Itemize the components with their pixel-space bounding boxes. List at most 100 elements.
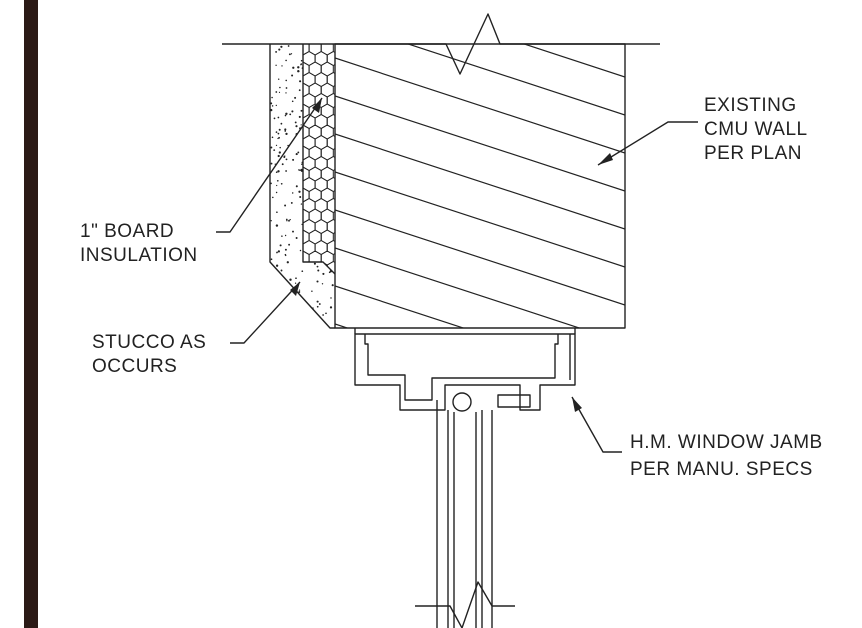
insulation-cell bbox=[314, 261, 328, 274]
stucco-dot bbox=[331, 224, 334, 227]
stucco-dot bbox=[311, 248, 315, 251]
stucco-dot bbox=[319, 83, 322, 85]
stucco-dot bbox=[285, 87, 288, 89]
stucco-dot bbox=[288, 53, 291, 56]
stucco-dot bbox=[329, 169, 332, 172]
stucco-dot bbox=[292, 66, 295, 69]
cmu-hatch-line bbox=[335, 323, 350, 328]
stucco-dot bbox=[289, 278, 292, 281]
stucco-dot bbox=[316, 280, 319, 283]
stucco-dot bbox=[298, 89, 301, 92]
stucco-dot bbox=[275, 50, 278, 53]
stucco-dot bbox=[306, 142, 309, 145]
stucco-dot bbox=[312, 213, 315, 215]
window-jamb-frame bbox=[354, 333, 576, 411]
stucco-dot bbox=[284, 253, 287, 256]
stucco-dot bbox=[278, 48, 281, 51]
stucco-dot bbox=[325, 177, 327, 180]
stucco-dot bbox=[325, 142, 327, 144]
arrow-jamb bbox=[572, 397, 582, 412]
stucco-dot bbox=[272, 196, 274, 199]
stucco-dot bbox=[299, 195, 302, 199]
stucco-dot bbox=[297, 70, 300, 73]
stucco-dot bbox=[329, 306, 333, 309]
stucco-dot bbox=[289, 218, 291, 221]
stucco-dot bbox=[295, 277, 297, 280]
stucco-dot bbox=[277, 250, 281, 253]
stucco-dot bbox=[299, 249, 302, 252]
stucco-dot bbox=[280, 45, 283, 48]
insulation-cell bbox=[303, 261, 316, 274]
stucco-dot bbox=[277, 154, 280, 158]
stucco-dot bbox=[316, 265, 319, 268]
stucco-dot bbox=[285, 59, 287, 62]
stucco-dot bbox=[285, 112, 288, 115]
arrow-cmu bbox=[598, 153, 613, 165]
stucco-dot bbox=[310, 191, 313, 193]
stucco-dot bbox=[327, 92, 329, 95]
stucco-dot bbox=[306, 226, 308, 228]
stucco-dot bbox=[284, 128, 287, 131]
stucco-dot bbox=[275, 104, 277, 107]
stucco-dot bbox=[316, 173, 318, 176]
stucco-dot bbox=[318, 245, 322, 249]
stucco-dot bbox=[274, 292, 277, 295]
stucco-dot bbox=[270, 220, 272, 222]
stucco-dot bbox=[298, 115, 301, 118]
leader-window-jamb bbox=[571, 396, 622, 453]
stucco-dot bbox=[276, 291, 279, 294]
stucco-dot bbox=[284, 204, 287, 207]
stucco-dot bbox=[318, 303, 321, 305]
stucco-dot bbox=[309, 229, 312, 232]
cmu-hatch-line bbox=[335, 0, 625, 1]
stucco-dot bbox=[300, 59, 303, 62]
stucco-dot bbox=[312, 92, 314, 95]
stucco-dot bbox=[317, 269, 320, 272]
stucco-dot bbox=[310, 66, 313, 69]
stucco-dot bbox=[327, 224, 330, 227]
stucco-dot bbox=[299, 310, 302, 313]
stucco-dot bbox=[294, 282, 297, 284]
stucco-dot bbox=[323, 169, 326, 172]
stucco-dot bbox=[275, 171, 278, 174]
stucco-dot bbox=[315, 120, 318, 123]
cmu-hatch-line bbox=[335, 0, 625, 39]
stucco-dot bbox=[275, 264, 279, 267]
stucco-dot bbox=[281, 163, 284, 166]
stucco-dot bbox=[281, 235, 283, 237]
stucco-dot bbox=[331, 119, 333, 122]
stucco-dot bbox=[287, 45, 290, 47]
stucco-dot bbox=[322, 314, 324, 316]
cmu-hatch bbox=[335, 0, 625, 533]
stucco-dot bbox=[279, 86, 281, 89]
cmu-hatch-line bbox=[335, 171, 625, 268]
window-jamb-inner bbox=[364, 334, 559, 401]
leader-cmu-wall bbox=[597, 121, 698, 166]
cmu-hatch-line bbox=[335, 285, 466, 328]
stucco-dot bbox=[311, 183, 313, 186]
stucco-dot bbox=[276, 184, 278, 187]
stucco-dot bbox=[291, 192, 294, 194]
stucco-dot bbox=[270, 320, 273, 323]
stucco-dot bbox=[312, 307, 314, 309]
stucco-dot bbox=[285, 170, 287, 172]
stucco-dot bbox=[316, 193, 319, 196]
stucco-dot bbox=[305, 96, 308, 99]
stucco-dot bbox=[285, 158, 288, 161]
stucco-dot bbox=[278, 151, 281, 154]
stucco-dot bbox=[273, 117, 276, 120]
stucco-dot bbox=[329, 45, 331, 48]
stucco-dot bbox=[289, 113, 292, 116]
stucco-dot bbox=[271, 105, 274, 107]
stucco-dot bbox=[281, 65, 283, 67]
label-board-insulation: 1" BOARD INSULATION bbox=[80, 221, 198, 266]
stucco-dot bbox=[291, 320, 294, 323]
stucco-dot bbox=[280, 122, 283, 125]
stucco-dot bbox=[288, 219, 290, 222]
cmu-hatch-line bbox=[335, 438, 625, 533]
stucco-dot bbox=[312, 244, 314, 247]
stucco-dot bbox=[297, 151, 300, 154]
stucco-dot bbox=[300, 109, 303, 112]
